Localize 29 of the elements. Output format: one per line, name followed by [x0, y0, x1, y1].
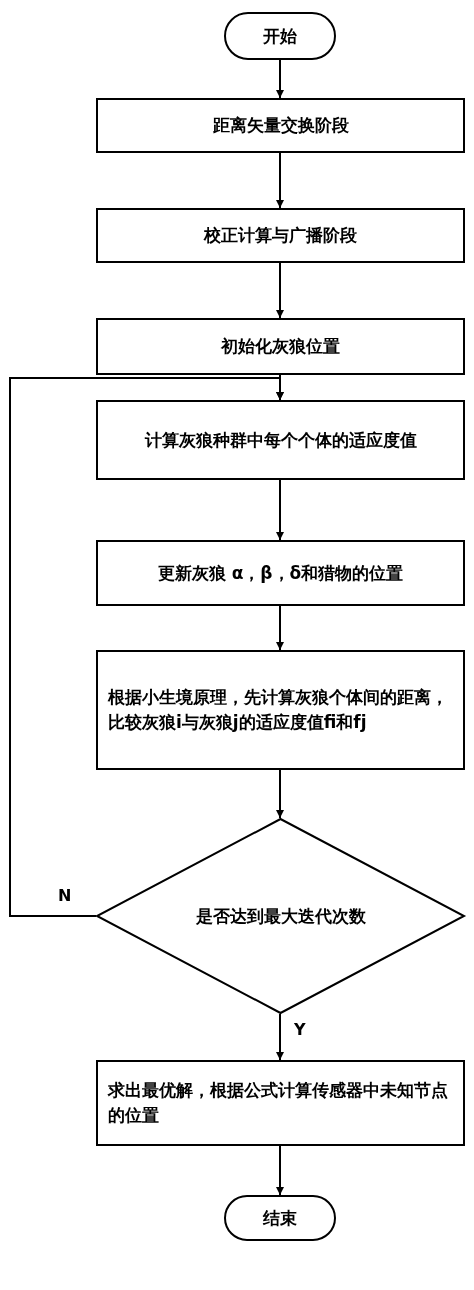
process-box [96, 650, 465, 770]
node-text: 更新灰狼 α，β，δ和猎物的位置 [157, 561, 404, 585]
process-box [96, 98, 465, 153]
arrow [276, 769, 284, 819]
decision-diamond [96, 818, 465, 1014]
node-text: 结束 [263, 1206, 297, 1230]
arrow [276, 605, 284, 651]
process-box [96, 540, 465, 606]
arrow [276, 1145, 284, 1196]
node-text: 校正计算与广播阶段 [204, 224, 357, 248]
arrow [276, 479, 284, 541]
process-box [96, 208, 465, 263]
arrow [9, 377, 284, 917]
node-text: 求出最优解，根据公式计算传感器中未知节点的位置 [108, 1079, 449, 1127]
node-text: 计算灰狼种群中每个个体的适应度值 [144, 428, 417, 452]
terminal-box [224, 1195, 336, 1241]
arrow [276, 152, 284, 209]
process-box [96, 400, 465, 480]
terminal-box [224, 12, 336, 60]
arrow [276, 59, 284, 99]
node-text: 是否达到最大迭代次数 [195, 904, 366, 928]
process-box [96, 1060, 465, 1146]
node-text: 初始化灰狼位置 [221, 335, 340, 359]
arrow [276, 262, 284, 319]
node-text: 开始 [263, 24, 297, 48]
node-text: 根据小生境原理，先计算灰狼个体间的距离，比较灰狼i与灰狼j的适应度值fi和fj [108, 686, 449, 734]
node-text: 距离矢量交换阶段 [212, 114, 349, 138]
process-box [96, 318, 465, 375]
arrow [276, 1013, 284, 1061]
